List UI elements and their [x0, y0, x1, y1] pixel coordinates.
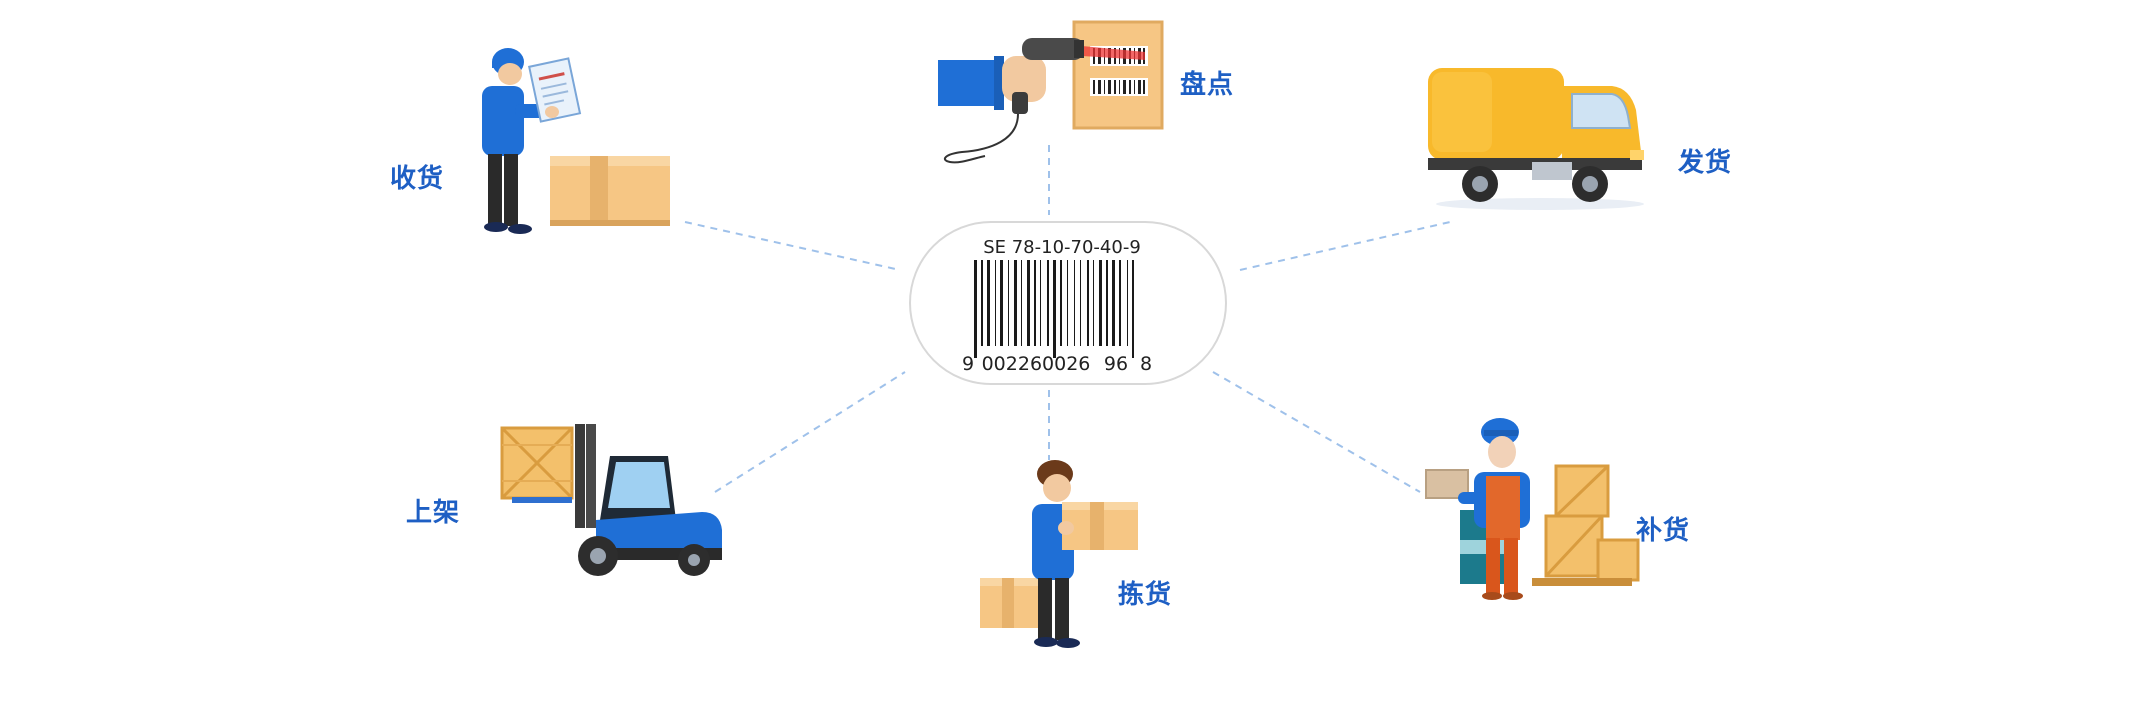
barcode-digit-first: 9	[962, 353, 974, 375]
barcode-bar	[1034, 260, 1036, 346]
barcode-bar	[1060, 260, 1062, 346]
connector-replenishment	[1212, 371, 1421, 493]
barcode-bar	[1040, 260, 1041, 346]
barcode-bar	[1008, 260, 1009, 346]
barcode-scanner-icon	[938, 20, 1164, 164]
label-stocktake: 盘点	[1180, 70, 1235, 100]
barcode-bar	[1119, 260, 1121, 346]
forklift-icon	[500, 424, 722, 576]
barcode-bar	[1106, 260, 1108, 346]
label-picking: 拣货	[1118, 580, 1173, 610]
barcode-bar	[1132, 260, 1134, 358]
barcode-digit-last: 8	[1140, 353, 1152, 375]
barcode-bar	[1067, 260, 1068, 346]
worker-with-clipboard-and-box-icon	[482, 48, 670, 234]
worker-with-stacked-crates-icon	[1425, 418, 1640, 600]
barcode-bar	[1112, 260, 1115, 346]
barcode-bar	[987, 260, 990, 346]
label-shelving: 上架	[406, 498, 461, 528]
barcode-bar	[1074, 260, 1075, 346]
connector-receiving	[684, 221, 901, 271]
barcode-digits-middle: 002260026	[982, 353, 1091, 375]
worker-carrying-box-icon	[980, 460, 1138, 648]
barcode-bar	[1014, 260, 1017, 346]
barcode-bar	[1000, 260, 1003, 346]
barcode-digits-second: 96	[1104, 353, 1128, 375]
barcode-bar	[1053, 260, 1056, 358]
barcode-bar	[1099, 260, 1102, 346]
barcode-bar	[1080, 260, 1081, 346]
barcode-bars	[974, 260, 1134, 358]
barcode-bar	[1087, 260, 1089, 346]
barcode-bar	[1127, 260, 1128, 346]
barcode-bar	[1021, 260, 1022, 346]
delivery-truck-icon	[1428, 68, 1644, 210]
barcode-badge: SE 78-10-70-40-9 9 002260026 96 8	[909, 221, 1227, 385]
barcode-bar	[1093, 260, 1094, 346]
barcode-header: SE 78-10-70-40-9	[983, 237, 1141, 258]
connector-shelving	[714, 371, 906, 493]
barcode-bar	[1047, 260, 1049, 346]
connector-shipping	[1239, 221, 1451, 271]
label-replenishment: 补货	[1636, 516, 1691, 546]
barcode-bar	[981, 260, 983, 346]
label-receiving: 收货	[390, 164, 445, 194]
barcode-bar	[995, 260, 996, 346]
barcode-bar	[1027, 260, 1030, 346]
label-shipping: 发货	[1678, 148, 1733, 178]
barcode-bar	[974, 260, 977, 358]
